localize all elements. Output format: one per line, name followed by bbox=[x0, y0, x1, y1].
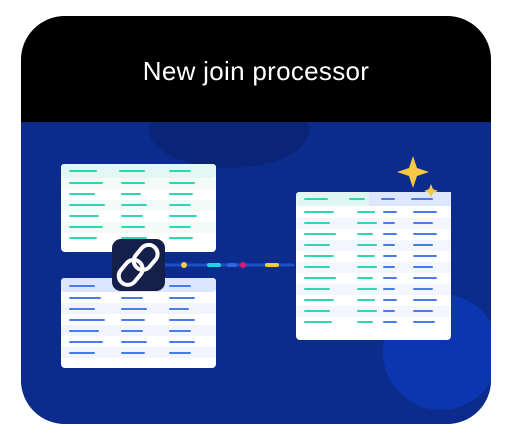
card-title: New join processor bbox=[142, 56, 370, 86]
card-header: New join processor bbox=[21, 16, 491, 122]
sparkle-icon bbox=[397, 156, 438, 198]
join-illustration bbox=[21, 122, 491, 424]
link-icon bbox=[116, 242, 160, 287]
link-icon-tile bbox=[112, 239, 165, 291]
source-table-bottom bbox=[61, 278, 216, 368]
join-connector bbox=[159, 262, 295, 268]
joined-table bbox=[296, 192, 451, 340]
bg-blob-top bbox=[149, 122, 309, 168]
source-table-top bbox=[61, 164, 216, 252]
promo-card: New join processor bbox=[21, 16, 491, 424]
